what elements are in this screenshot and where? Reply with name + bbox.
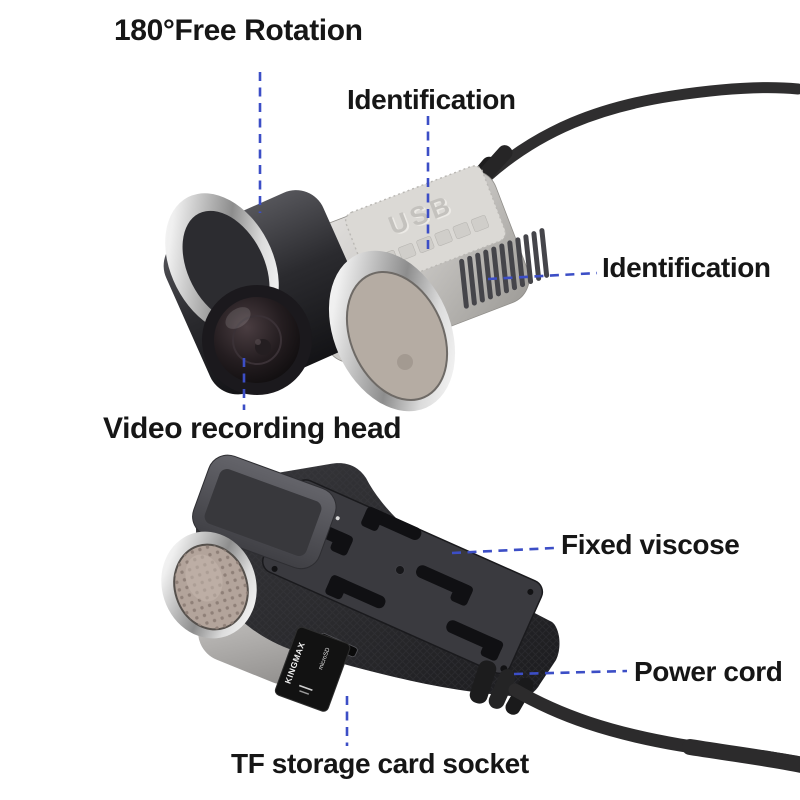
camera-lens <box>202 285 312 395</box>
callout-tf-socket: TF storage card socket <box>231 748 529 779</box>
leader-lines <box>242 72 628 746</box>
callout-rotation: 180°Free Rotation <box>114 14 363 47</box>
vent-grille <box>459 228 550 309</box>
callout-fixed-viscose: Fixed viscose <box>561 529 740 560</box>
dashcam-top-view: USB USB <box>163 82 800 412</box>
callout-identification-side: Identification <box>602 252 771 283</box>
leader-identification-side <box>487 271 598 281</box>
callout-power-cord: Power cord <box>634 656 783 687</box>
callout-identification-top: Identification <box>347 84 516 115</box>
chrome-end-disc <box>328 250 456 412</box>
power-cable-thick-end <box>682 739 800 773</box>
speaker-chrome-cap <box>161 531 257 639</box>
dashcam-bottom-view: KINGMAX microSD <box>161 454 800 773</box>
callout-video-head: Video recording head <box>103 412 402 445</box>
leader-fixed-viscose <box>451 546 555 555</box>
leader-power-cord <box>513 669 628 676</box>
usb-cable <box>482 82 800 182</box>
